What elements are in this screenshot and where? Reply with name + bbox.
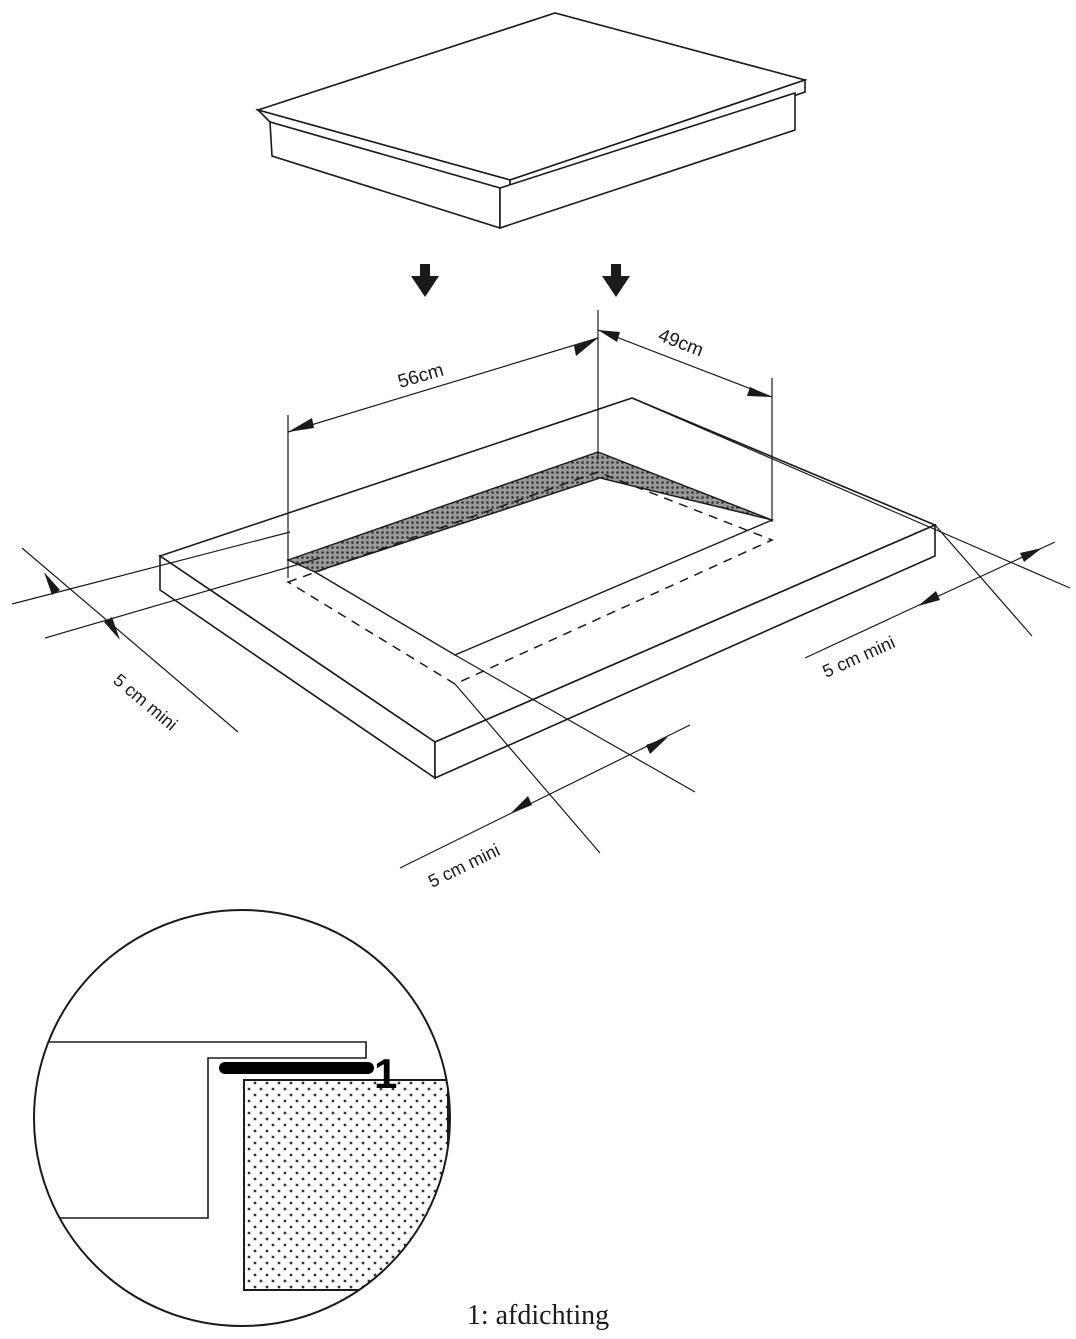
- hob-appliance: [255, 12, 808, 230]
- dimension-lines: [11, 310, 1071, 869]
- front-clearance-label: 5 cm mini: [425, 840, 503, 892]
- left-clearance-label: 5 cm mini: [109, 670, 181, 735]
- right-clearance-label: 5 cm mini: [819, 632, 897, 682]
- down-arrow-left-icon: [411, 264, 439, 297]
- down-arrow-right-icon: [602, 264, 630, 297]
- width-dimension-label: 56cm: [396, 360, 446, 393]
- seal-callout-number: 1: [374, 1050, 397, 1097]
- caption: 1: afdichting: [466, 1300, 610, 1331]
- seal-detail-view: [33, 909, 451, 1327]
- depth-dimension-label: 49cm: [655, 325, 706, 361]
